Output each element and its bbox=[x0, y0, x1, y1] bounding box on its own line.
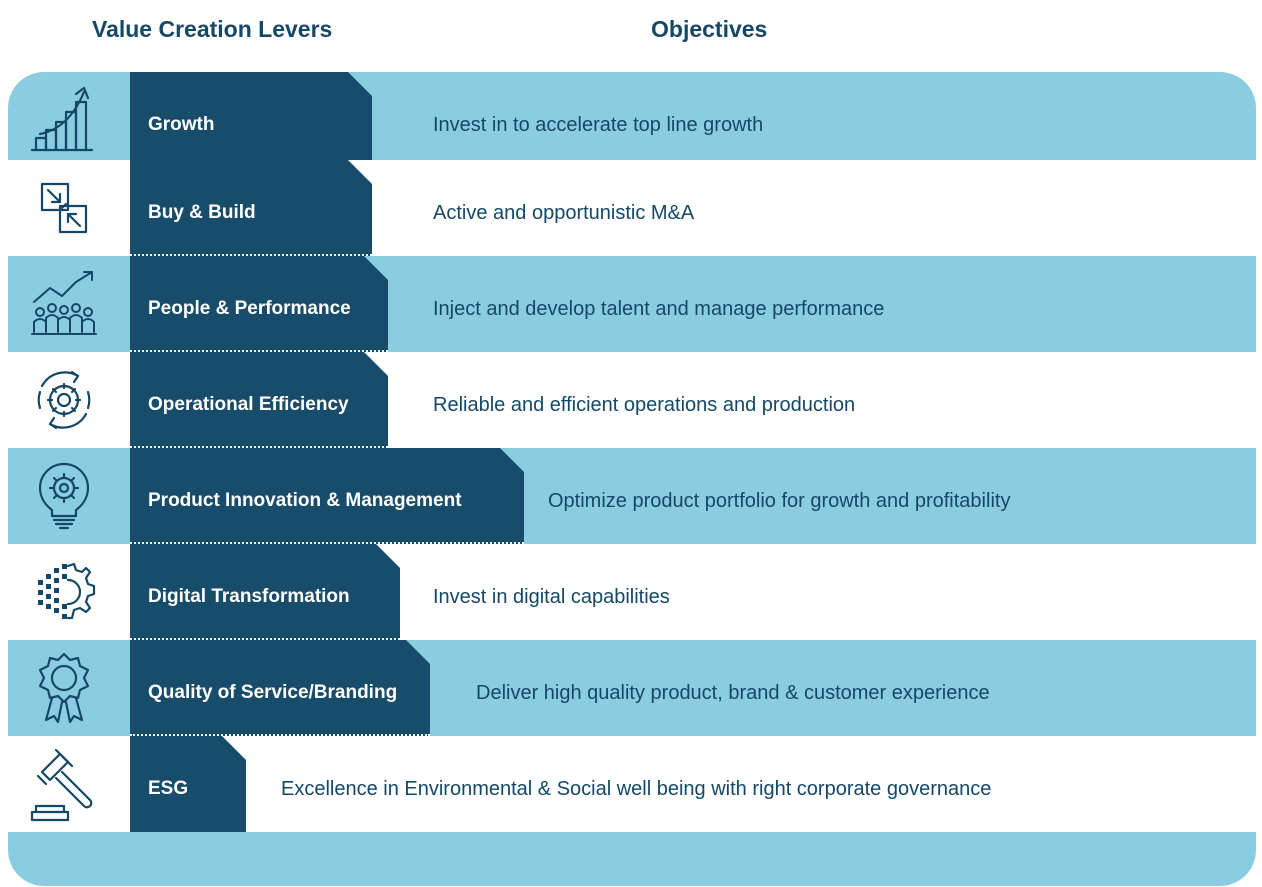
lever-block: ESG bbox=[130, 736, 246, 832]
lever-notch bbox=[348, 160, 372, 184]
lever-notch bbox=[500, 448, 524, 472]
gear-cycle-icon bbox=[22, 358, 106, 442]
lever-notch bbox=[376, 544, 400, 568]
lever-label: Operational Efficiency bbox=[148, 394, 349, 415]
lever-label: Quality of Service/Branding bbox=[148, 682, 398, 703]
row-divider bbox=[130, 638, 400, 640]
gavel-icon bbox=[22, 742, 106, 826]
levers-heading: Value Creation Levers bbox=[92, 16, 333, 42]
lightbulb-gear-icon bbox=[22, 454, 106, 538]
team-growth-icon bbox=[22, 262, 106, 346]
lever-row-buy-build: Buy & Build Active and opportunistic M&A bbox=[8, 160, 1256, 256]
row-divider bbox=[130, 542, 524, 544]
lever-block: Quality of Service/Branding bbox=[130, 640, 430, 736]
row-divider bbox=[130, 254, 372, 256]
lever-block: Digital Transformation bbox=[130, 544, 400, 640]
objective-text: Invest in digital capabilities bbox=[433, 586, 670, 608]
lever-label: Product Innovation & Management bbox=[148, 490, 462, 511]
lever-label: Digital Transformation bbox=[148, 586, 350, 607]
merge-arrows-icon bbox=[22, 166, 106, 250]
quality-badge-icon bbox=[22, 646, 106, 730]
lever-block: Operational Efficiency bbox=[130, 352, 388, 448]
lever-notch bbox=[348, 72, 372, 96]
lever-label: ESG bbox=[148, 778, 189, 799]
objective-text: Excellence in Environmental & Social wel… bbox=[281, 778, 992, 800]
lever-row-growth: Growth Invest in to accelerate top line … bbox=[8, 72, 1256, 168]
lever-label: People & Performance bbox=[148, 298, 351, 319]
growth-chart-icon bbox=[22, 78, 106, 162]
lever-notch bbox=[364, 352, 388, 376]
objectives-heading: Objectives bbox=[651, 16, 768, 42]
lever-panel: Growth Invest in to accelerate top line … bbox=[8, 72, 1256, 886]
lever-row-digital-transformation: Digital Transformation Invest in digital… bbox=[8, 544, 1256, 640]
lever-block: People & Performance bbox=[130, 256, 388, 352]
objective-text: Active and opportunistic M&A bbox=[433, 202, 695, 224]
lever-row-quality-branding: Quality of Service/Branding Deliver high… bbox=[8, 640, 1256, 736]
row-divider bbox=[130, 734, 430, 736]
lever-label: Buy & Build bbox=[148, 202, 256, 223]
lever-notch bbox=[406, 640, 430, 664]
lever-row-people-performance: People & Performance Inject and develop … bbox=[8, 256, 1256, 352]
objective-text: Invest in to accelerate top line growth bbox=[433, 114, 764, 136]
lever-row-product-innovation: Product Innovation & Management Optimize… bbox=[8, 448, 1256, 544]
lever-notch bbox=[222, 736, 246, 760]
lever-block: Growth bbox=[130, 72, 372, 168]
objective-text: Deliver high quality product, brand & cu… bbox=[476, 682, 990, 704]
lever-row-esg: ESG Excellence in Environmental & Social… bbox=[8, 736, 1256, 832]
lever-row-operational-efficiency: Operational Efficiency Reliable and effi… bbox=[8, 352, 1256, 448]
lever-block: Product Innovation & Management bbox=[130, 448, 524, 544]
lever-notch bbox=[364, 256, 388, 280]
row-divider bbox=[130, 350, 388, 352]
digital-gear-icon bbox=[22, 550, 106, 634]
objective-text: Reliable and efficient operations and pr… bbox=[433, 394, 856, 416]
objective-text: Optimize product portfolio for growth an… bbox=[548, 490, 1011, 512]
objective-text: Inject and develop talent and manage per… bbox=[433, 298, 885, 320]
row-divider bbox=[130, 446, 388, 448]
lever-label: Growth bbox=[148, 114, 215, 135]
lever-block: Buy & Build bbox=[130, 160, 372, 256]
